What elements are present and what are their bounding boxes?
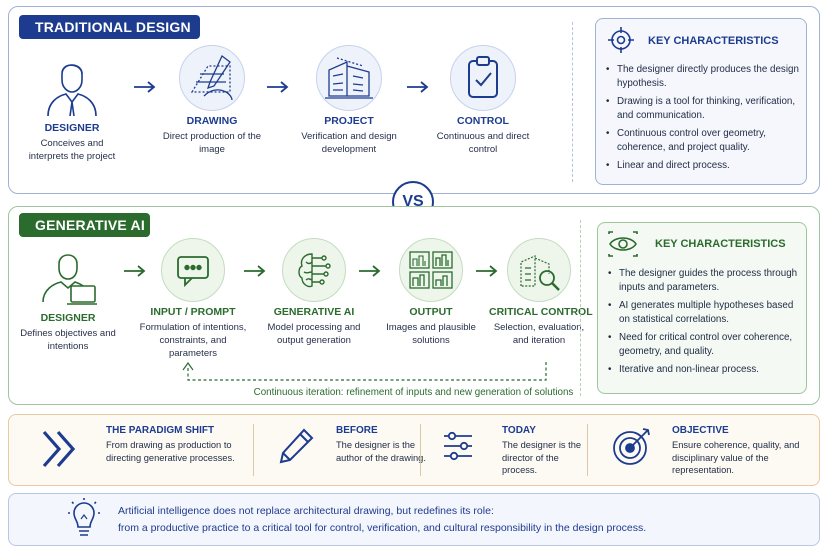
pencil-icon xyxy=(279,428,314,464)
gen-step-output: OUTPUT Images and plausible solutions xyxy=(381,238,481,347)
list-item: Iterative and non-linear process. xyxy=(608,363,803,377)
key-characteristics-list: The designer directly produces the desig… xyxy=(606,63,801,178)
list-item: Linear and direct process. xyxy=(606,159,801,173)
arrow-right-icon xyxy=(476,265,498,277)
chat-bubble-icon xyxy=(161,238,225,302)
trad-step-drawing: DRAWING Direct production of the image xyxy=(162,45,262,156)
trad-step-control-desc: Continuous and direct control xyxy=(436,131,530,155)
list-item: Continuous control over geometry, cohere… xyxy=(606,127,801,154)
paradigm-shift-panel xyxy=(8,414,820,486)
gen-step-input-desc: Formulation of intentions, constraints, … xyxy=(139,322,247,359)
arrow-right-icon xyxy=(267,81,289,93)
today-block: TODAY The designer is the director of th… xyxy=(502,425,592,477)
conclusion-line-1: Artificial intelligence does not replace… xyxy=(118,505,494,517)
person-icon xyxy=(42,52,102,118)
paradigm-shift-title: THE PARADIGM SHIFT xyxy=(106,425,215,436)
trad-step-designer-desc: Conceives and interprets the project xyxy=(28,138,116,162)
divider xyxy=(587,424,588,476)
trad-step-project: PROJECT Verification and design developm… xyxy=(299,45,399,156)
iteration-label: Continuous iteration: refinement of inpu… xyxy=(253,387,574,398)
clipboard-check-icon xyxy=(450,45,516,111)
before-block: BEFORE The designer is the author of the… xyxy=(336,425,426,464)
divider xyxy=(572,22,573,182)
list-item: The designer directly produces the desig… xyxy=(606,63,801,90)
gen-step-input-title: INPUT / PROMPT xyxy=(150,306,236,318)
brain-circuit-icon xyxy=(282,238,346,302)
trad-step-project-title: PROJECT xyxy=(324,115,374,127)
trad-step-control: CONTROL Continuous and direct control xyxy=(433,45,533,156)
objective-desc: Ensure coherence, quality, and disciplin… xyxy=(672,440,800,475)
objective-block: OBJECTIVE Ensure coherence, quality, and… xyxy=(672,425,812,477)
traditional-design-banner: TRADITIONAL DESIGN xyxy=(19,15,200,39)
magnifier-building-icon xyxy=(507,238,571,302)
gen-step-ai-title: GENERATIVE AI xyxy=(273,306,355,318)
gen-step-critical-control: CRITICAL CONTROL Selection, evaluation, … xyxy=(489,238,593,347)
gen-step-generative-ai: GENERATIVE AI Model processing and outpu… xyxy=(264,238,364,347)
image-grid-icon xyxy=(399,238,463,302)
gen-step-critical-desc: Selection, evaluation, and iteration xyxy=(493,322,585,346)
arrow-right-icon xyxy=(407,81,429,93)
list-item: Drawing is a tool for thinking, verifica… xyxy=(606,95,801,122)
eye-icon xyxy=(608,231,638,257)
trad-step-control-title: CONTROL xyxy=(457,115,509,127)
gen-step-designer-title: DESIGNER xyxy=(40,312,96,324)
trad-step-project-desc: Verification and design development xyxy=(301,131,397,155)
target-icon xyxy=(608,27,634,53)
list-item: Need for critical control over coherence… xyxy=(608,331,803,358)
trad-step-designer-title: DESIGNER xyxy=(44,122,100,134)
bullseye-arrow-icon xyxy=(613,428,650,465)
gen-step-input-prompt: INPUT / PROMPT Formulation of intentions… xyxy=(137,238,249,360)
gen-step-output-title: OUTPUT xyxy=(409,306,453,318)
gen-step-designer-desc: Defines objectives and intentions xyxy=(20,328,116,352)
paradigm-shift-desc: From drawing as production to directing … xyxy=(106,440,235,463)
key-characteristics-title: KEY CHARACTERISTICS xyxy=(655,238,786,250)
gen-step-output-desc: Images and plausible solutions xyxy=(386,322,476,346)
building-sketch-icon xyxy=(316,45,382,111)
arrow-right-icon xyxy=(124,265,146,277)
gen-step-ai-desc: Model processing and output generation xyxy=(267,322,361,346)
hand-drawing-icon xyxy=(179,45,245,111)
conclusion-text: Artificial intelligence does not replace… xyxy=(118,503,646,537)
gen-step-critical-title: CRITICAL CONTROL xyxy=(489,306,593,318)
divider xyxy=(420,424,421,476)
arrow-right-icon xyxy=(244,265,266,277)
list-item: AI generates multiple hypotheses based o… xyxy=(608,299,803,326)
conclusion-panel xyxy=(8,493,820,546)
today-title: TODAY xyxy=(502,425,536,436)
sliders-icon xyxy=(444,431,472,461)
generative-ai-banner: GENERATIVE AI xyxy=(19,213,150,237)
list-item: The designer guides the process through … xyxy=(608,267,803,294)
objective-title: OBJECTIVE xyxy=(672,425,729,436)
arrow-right-icon xyxy=(134,81,156,93)
divider xyxy=(253,424,254,476)
today-desc: The designer is the director of the proc… xyxy=(502,440,582,475)
conclusion-line-2: from a productive practice to a critical… xyxy=(118,522,647,534)
gen-step-designer: DESIGNER Defines objectives and intentio… xyxy=(18,246,118,353)
paradigm-shift-block: THE PARADIGM SHIFT From drawing as produ… xyxy=(106,425,246,464)
before-title: BEFORE xyxy=(336,425,378,436)
lightbulb-icon xyxy=(68,498,100,536)
trad-step-drawing-title: DRAWING xyxy=(186,115,238,127)
key-characteristics-title: KEY CHARACTERISTICS xyxy=(648,35,779,47)
key-characteristics-list: The designer guides the process through … xyxy=(608,267,803,382)
generative-key-characteristics: KEY CHARACTERISTICS The designer guides … xyxy=(597,222,807,394)
trad-step-designer: DESIGNER Conceives and interprets the pr… xyxy=(22,52,122,163)
arrow-right-icon xyxy=(359,265,381,277)
before-desc: The designer is the author of the drawin… xyxy=(336,440,426,463)
trad-step-drawing-desc: Direct production of the image xyxy=(162,131,262,155)
iteration-loop-arrow xyxy=(182,361,547,381)
double-chevron-right-icon xyxy=(42,430,76,468)
traditional-key-characteristics: KEY CHARACTERISTICS The designer directl… xyxy=(595,18,807,185)
person-laptop-icon xyxy=(37,246,99,308)
divider xyxy=(580,220,581,396)
